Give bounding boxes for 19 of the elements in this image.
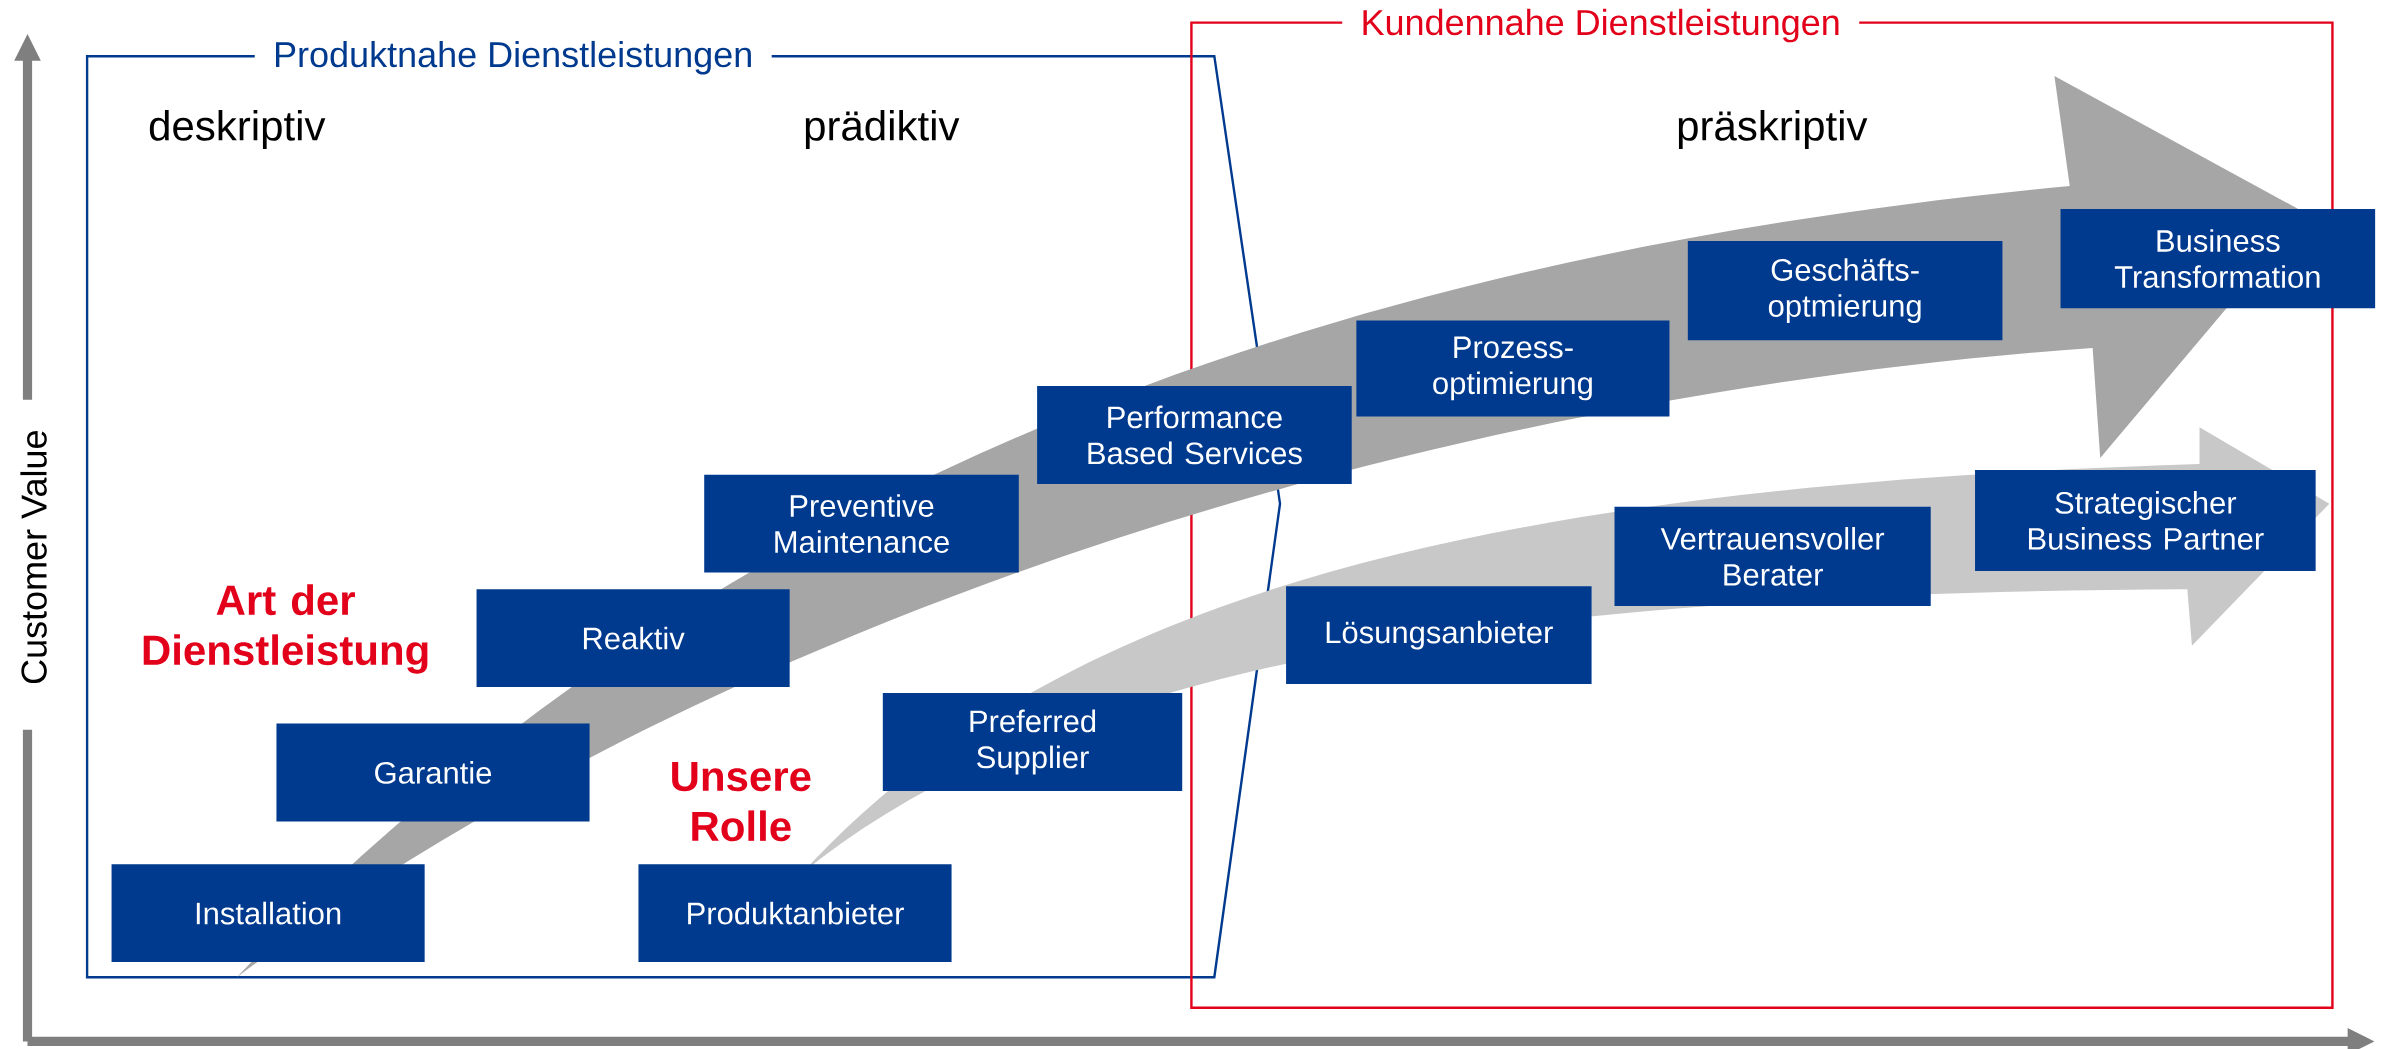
service-box: Business Transformation: [2060, 208, 2376, 309]
service-box: Preventive Maintenance: [704, 474, 1019, 573]
service-box: Reaktiv: [476, 589, 790, 687]
service-box: Strategischer Business Partner: [1975, 470, 2316, 571]
column-heading: deskriptiv: [149, 109, 326, 150]
service-box: Geschäfts- optmierung: [1687, 240, 2003, 341]
service-box: Prozess- optimierung: [1356, 320, 1670, 417]
service-box: Garantie: [276, 723, 590, 822]
service-box: Installation: [111, 864, 425, 962]
column-heading: präskriptiv: [1678, 109, 1868, 150]
axis-label: Customer Value: [20, 431, 47, 684]
service-box: Performance Based Services: [1037, 386, 1352, 484]
service-box: Produktanbieter: [638, 864, 952, 962]
column-heading: prädiktiv: [805, 109, 960, 150]
axis-title: Art der Dienstleistung: [143, 584, 428, 674]
service-box: Lösungsanbieter: [1286, 586, 1592, 684]
service-box: Vertrauensvoller Berater: [1614, 506, 1931, 607]
axis-title: Unsere Rolle: [672, 761, 811, 842]
service-box: Preferred Supplier: [882, 693, 1183, 791]
